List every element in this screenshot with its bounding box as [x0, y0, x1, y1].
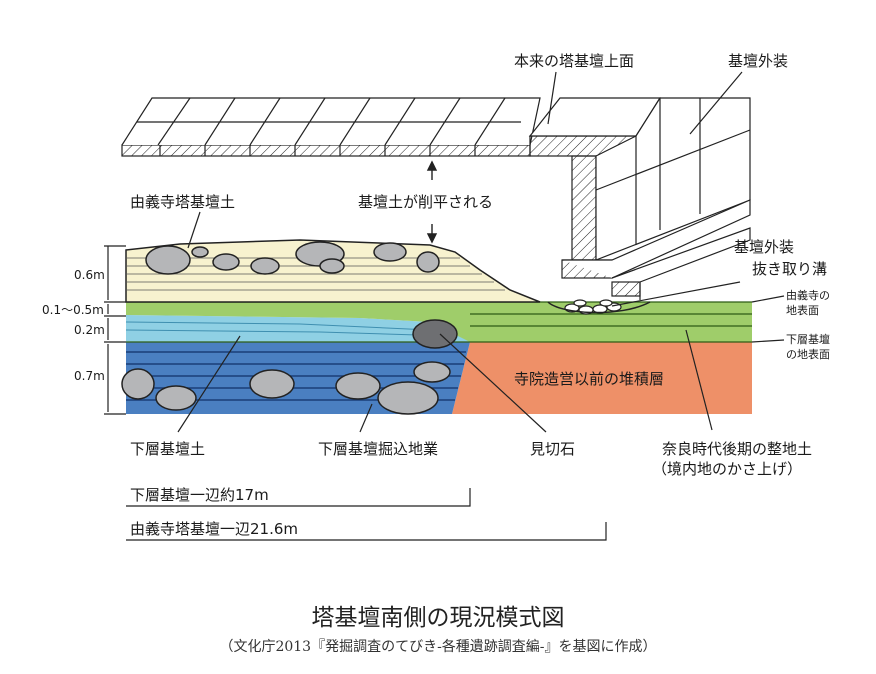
- label-yugiji-podium-soil: 由義寺塔基壇土: [130, 193, 235, 211]
- podium-soil-stones: [145, 241, 440, 275]
- stone: [250, 257, 280, 275]
- label-podium-facing: 基壇外装: [728, 52, 788, 70]
- mikiri-stone-shape: [412, 319, 458, 349]
- label-podium-soil-leveled: 基壇土が削平される: [358, 193, 493, 211]
- stone: [377, 381, 439, 415]
- label-lower-podium-ground-surface-1: 下層基壇: [786, 332, 830, 346]
- diagram-title: 塔基壇南側の現況模式図: [311, 605, 565, 631]
- stone: [191, 246, 209, 258]
- span-lower-side: 下層基壇一辺約17m: [130, 486, 269, 504]
- depth-thin: 0.2m: [74, 323, 105, 337]
- depth-upper: 0.6m: [74, 268, 105, 282]
- label-pre-temple-deposits: 寺院造営以前の堆積層: [514, 370, 664, 388]
- label-original-top-surface: 本来の塔基壇上面: [514, 52, 634, 70]
- leader-lines: [177, 71, 785, 433]
- stone: [373, 242, 407, 262]
- depth-lower: 0.7m: [74, 369, 105, 383]
- label-facing-removal-trench-1: 基壇外装: [734, 238, 794, 256]
- label-yugiji-ground-surface-1: 由義寺の: [786, 288, 830, 302]
- label-lower-podium-ground-surface-2: の地表面: [786, 347, 830, 361]
- stone: [249, 369, 295, 399]
- label-nara-leveling-2: （境内地のかさ上げ）: [652, 460, 802, 478]
- label-lower-podium-excavation: 下層基壇掘込地業: [318, 440, 438, 458]
- blue-light-band: [126, 315, 470, 342]
- stone: [416, 251, 440, 273]
- span-yugiji-side: 由義寺塔基壇一辺21.6m: [130, 520, 298, 538]
- label-yugiji-ground-surface-2: 地表面: [786, 303, 819, 317]
- stone: [319, 258, 345, 274]
- pre-temple-deposit-layer: [452, 342, 752, 414]
- stone: [335, 372, 381, 400]
- stone: [212, 253, 240, 271]
- label-facing-removal-trench-2: 抜き取り溝: [752, 260, 827, 278]
- original-podium-top: [121, 97, 751, 300]
- stone: [145, 245, 191, 275]
- stone: [413, 361, 451, 383]
- depth-scale: [104, 245, 126, 415]
- stone: [155, 385, 197, 411]
- stone: [121, 368, 155, 400]
- facing-removal-trench: [547, 301, 651, 314]
- span-bars: [126, 488, 607, 541]
- label-lower-podium-soil: 下層基壇土: [130, 440, 205, 458]
- light-strata-lines: [125, 321, 451, 337]
- leveling-arrows: [426, 160, 438, 244]
- diagram-source-note: （文化庁2013『発掘調査のてびき-各種遺跡調査編-』を基図に作成）: [219, 639, 657, 655]
- label-mikiri-stone: 見切石: [530, 440, 575, 458]
- label-nara-leveling-1: 奈良時代後期の整地土: [662, 440, 812, 458]
- depth-middle: 0.1～0.5m: [42, 303, 104, 317]
- excavation-stones: [121, 361, 451, 415]
